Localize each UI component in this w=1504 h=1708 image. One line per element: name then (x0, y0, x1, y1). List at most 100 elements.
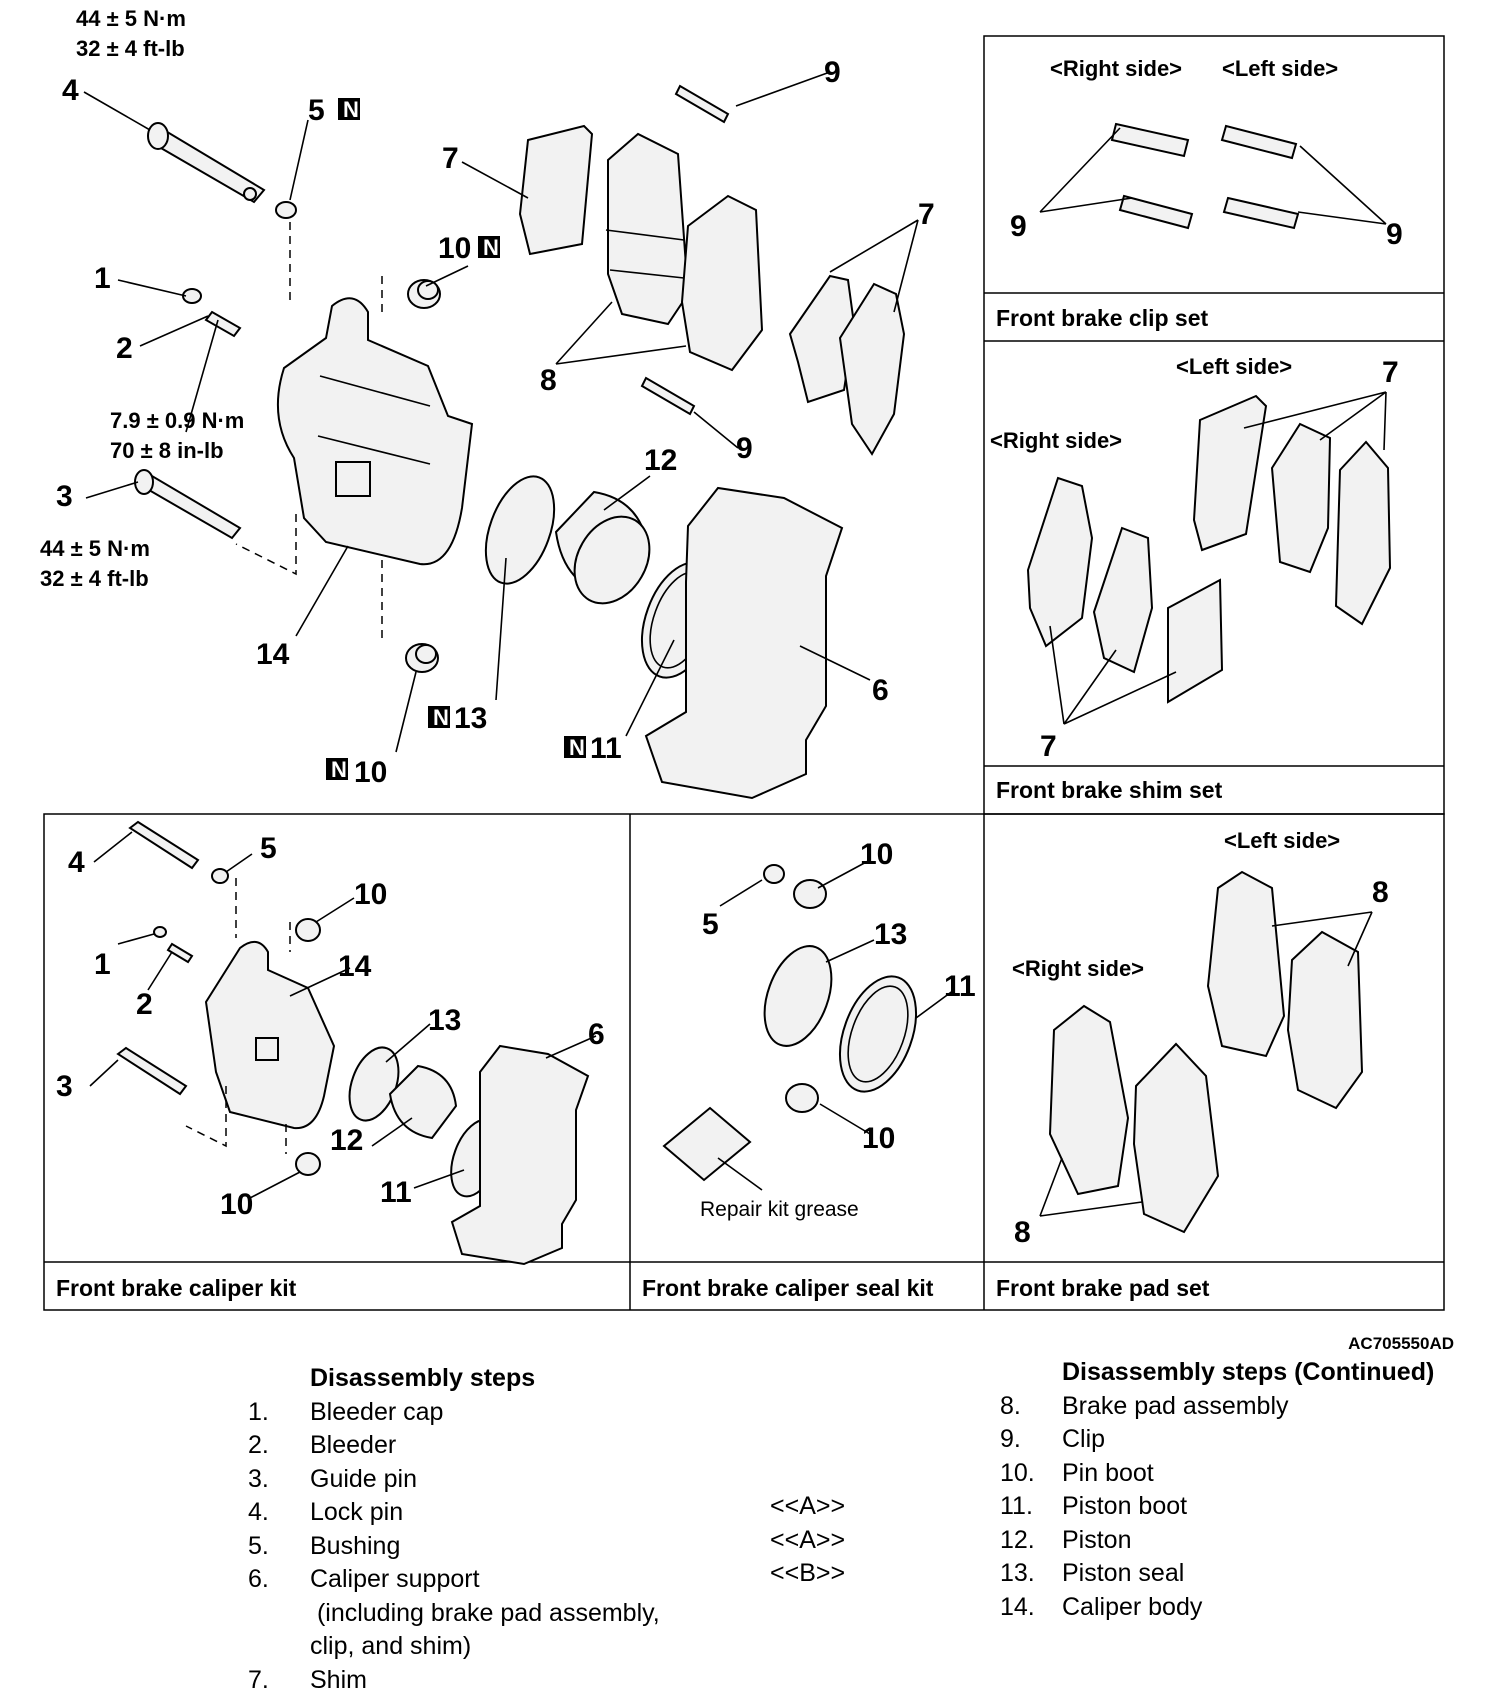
callout-5: 5 (308, 94, 325, 127)
shim (518, 124, 594, 256)
note-ref: <<B>> (770, 1559, 846, 1587)
bleeder (204, 310, 242, 338)
callout-4: 4 (68, 846, 85, 879)
bushing (211, 868, 229, 884)
svg-text:N: N (569, 735, 585, 760)
caliper-kit-panel: 4 5 10 1 14 2 13 6 3 12 11 10 Front brak… (56, 820, 605, 1301)
callout-1: 1 (94, 262, 111, 295)
clip-set-panel: <Right side> <Left side> 9 9 Front brake… (996, 56, 1403, 331)
lock-pin (128, 820, 200, 870)
callout-10: 10 (354, 878, 387, 911)
pin-boot (295, 918, 321, 942)
guide-pin (134, 469, 242, 540)
callout-11: 11 (590, 732, 622, 765)
list-item: 6.Caliper support (248, 1565, 480, 1593)
svg-text:N: N (433, 705, 449, 730)
list-item: 3.Guide pin (248, 1464, 418, 1493)
callout-6: 6 (588, 1018, 605, 1051)
list-item-continued: (including brake pad assembly, (310, 1598, 660, 1627)
clip (640, 376, 696, 416)
left-side-label: <Left side> (1222, 56, 1338, 81)
callout-7: 7 (442, 142, 459, 175)
new-part-marker (326, 758, 348, 780)
callout-9: 9 (1010, 210, 1027, 243)
callout-7: 7 (1040, 730, 1057, 763)
clip (1222, 196, 1300, 230)
shim-set-panel: <Left side> <Right side> 7 7 Front brake… (990, 354, 1399, 803)
list-item: 4.Lock pin (248, 1498, 404, 1526)
right-side-label: <Right side> (1012, 956, 1144, 981)
list-item: 13.Piston seal (1000, 1559, 1185, 1587)
callout-5: 5 (260, 832, 277, 865)
left-side-label: <Left side> (1176, 354, 1292, 379)
callout-13: 13 (874, 918, 907, 951)
pin-boot (785, 1083, 819, 1113)
exploded-diagram: 4 5 N 1 2 3 14 10 N 7 9 7 8 9 12 6 N 13 … (40, 6, 1445, 1311)
shim (1026, 476, 1094, 648)
torque-lock-pin-nm: 44 ± 5 N·m (76, 6, 186, 31)
brake-pad (1048, 1004, 1130, 1196)
guide-pin (116, 1046, 188, 1096)
callout-6: 6 (872, 674, 889, 707)
left-side-label: <Left side> (1224, 828, 1340, 853)
brake-pad (680, 194, 764, 372)
caliper-body (204, 941, 336, 1130)
new-part-marker (428, 706, 450, 728)
new-part-marker (564, 736, 586, 758)
brake-pad (1286, 930, 1364, 1110)
callout-7: 7 (918, 198, 935, 231)
callout-11: 11 (380, 1176, 412, 1209)
clip (1110, 122, 1190, 158)
shim (838, 282, 906, 456)
list-item: 14.Caliper body (1000, 1592, 1203, 1621)
piston-seal (763, 945, 833, 1047)
callout-1: 1 (94, 948, 111, 981)
piston (554, 490, 651, 605)
callout-10: 10 (354, 756, 387, 789)
list-item: 8.Brake pad assembly (1000, 1391, 1289, 1420)
list-item: 9.Clip (1000, 1425, 1106, 1453)
steps-heading: Disassembly steps (310, 1364, 536, 1392)
pin-boot (405, 643, 439, 673)
caliper-kit-title: Front brake caliper kit (56, 1275, 297, 1301)
bushing (763, 864, 785, 884)
brake-pad (1206, 870, 1286, 1058)
bushing (275, 201, 297, 219)
grease-label: Repair kit grease (700, 1198, 859, 1221)
callout-9: 9 (824, 56, 841, 89)
list-item: 5.Bushing (248, 1531, 401, 1560)
svg-text:N: N (483, 235, 499, 260)
callout-9: 9 (736, 432, 753, 465)
callout-3: 3 (56, 480, 73, 513)
callout-5: 5 (702, 908, 719, 941)
brake-pad (607, 132, 690, 326)
callout-12: 12 (330, 1124, 363, 1157)
callout-13: 13 (454, 702, 487, 735)
note-ref: <<A>> (770, 1525, 846, 1554)
callout-10: 10 (862, 1122, 895, 1155)
callout-8: 8 (1372, 876, 1389, 909)
callout-14: 14 (338, 950, 372, 983)
callout-10: 10 (438, 232, 471, 265)
caliper-support (450, 1044, 590, 1266)
torque-bleeder-nm: 7.9 ± 0.9 N·m (110, 408, 244, 433)
new-part-marker (478, 236, 500, 258)
new-part-marker (338, 98, 360, 120)
clip (1118, 194, 1194, 230)
caliper-body (276, 297, 474, 566)
brake-pad (1132, 1042, 1220, 1234)
callout-8: 8 (540, 364, 557, 397)
shim (1092, 526, 1154, 674)
seal-kit-panel: 10 5 13 11 10 Repair kit grease Front br… (642, 838, 976, 1301)
steps-heading: Disassembly steps (Continued) (1062, 1358, 1435, 1386)
callout-9: 9 (1386, 218, 1403, 251)
pin-boot (793, 879, 827, 909)
right-side-label: <Right side> (990, 428, 1122, 453)
pin-boot (295, 1152, 321, 1176)
pad-set-title: Front brake pad set (996, 1275, 1210, 1301)
torque-guide-pin-ftlb: 32 ± 4 ft-lb (40, 566, 149, 591)
shim (1334, 440, 1392, 626)
torque-lock-pin-ftlb: 32 ± 4 ft-lb (76, 36, 185, 61)
svg-text:N: N (343, 97, 359, 122)
right-side-label: <Right side> (1050, 56, 1182, 81)
